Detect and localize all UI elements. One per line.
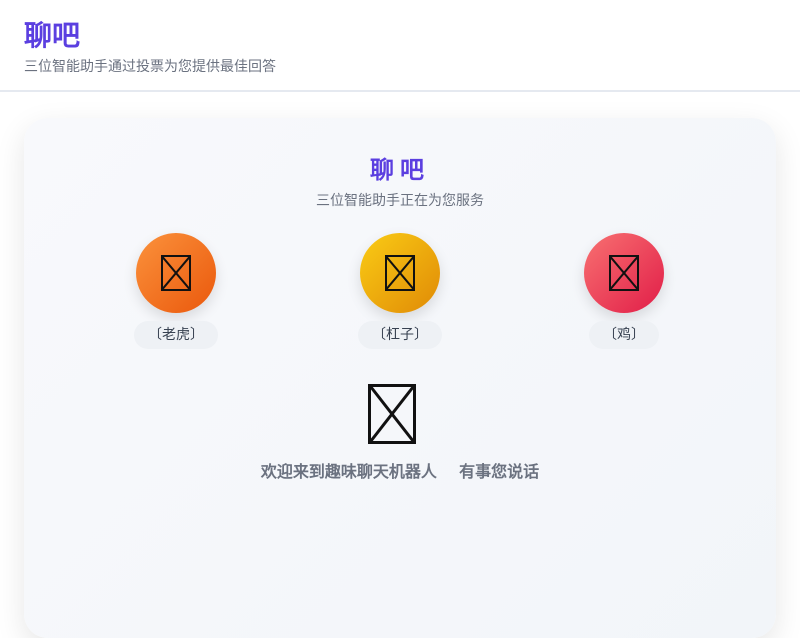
bot-avatar[interactable] xyxy=(584,233,664,313)
robot-emoji-icon xyxy=(368,384,416,444)
welcome-message: 欢迎来到趣味聊天机器人 有事您说话 xyxy=(260,462,540,481)
bot-name-label: 〔老虎〕 xyxy=(134,321,218,349)
bot-stick[interactable]: 〔杠子〕 xyxy=(358,233,442,349)
bot-avatar[interactable] xyxy=(136,233,216,313)
bot-avatar[interactable] xyxy=(360,233,440,313)
card-subtitle: 三位智能助手正在为您服务 xyxy=(316,193,484,209)
app-header: 聊吧 三位智能助手通过投票为您提供最佳回答 xyxy=(0,0,800,92)
tiger-emoji-icon xyxy=(161,255,191,291)
bot-name-label: 〔杠子〕 xyxy=(358,321,442,349)
bot-chicken[interactable]: 〔鸡〕 xyxy=(584,233,664,349)
bot-name-label: 〔鸡〕 xyxy=(589,321,659,349)
chat-card: 聊吧 三位智能助手正在为您服务 〔老虎〕 〔杠子〕 〔鸡〕 欢迎来到趣味聊天机器… xyxy=(24,118,776,638)
stick-emoji-icon xyxy=(385,255,415,291)
bot-tiger[interactable]: 〔老虎〕 xyxy=(134,233,218,349)
chicken-emoji-icon xyxy=(609,255,639,291)
app-title: 聊吧 xyxy=(24,19,81,52)
app-subtitle: 三位智能助手通过投票为您提供最佳回答 xyxy=(24,59,276,75)
card-title: 聊吧 xyxy=(370,156,430,184)
